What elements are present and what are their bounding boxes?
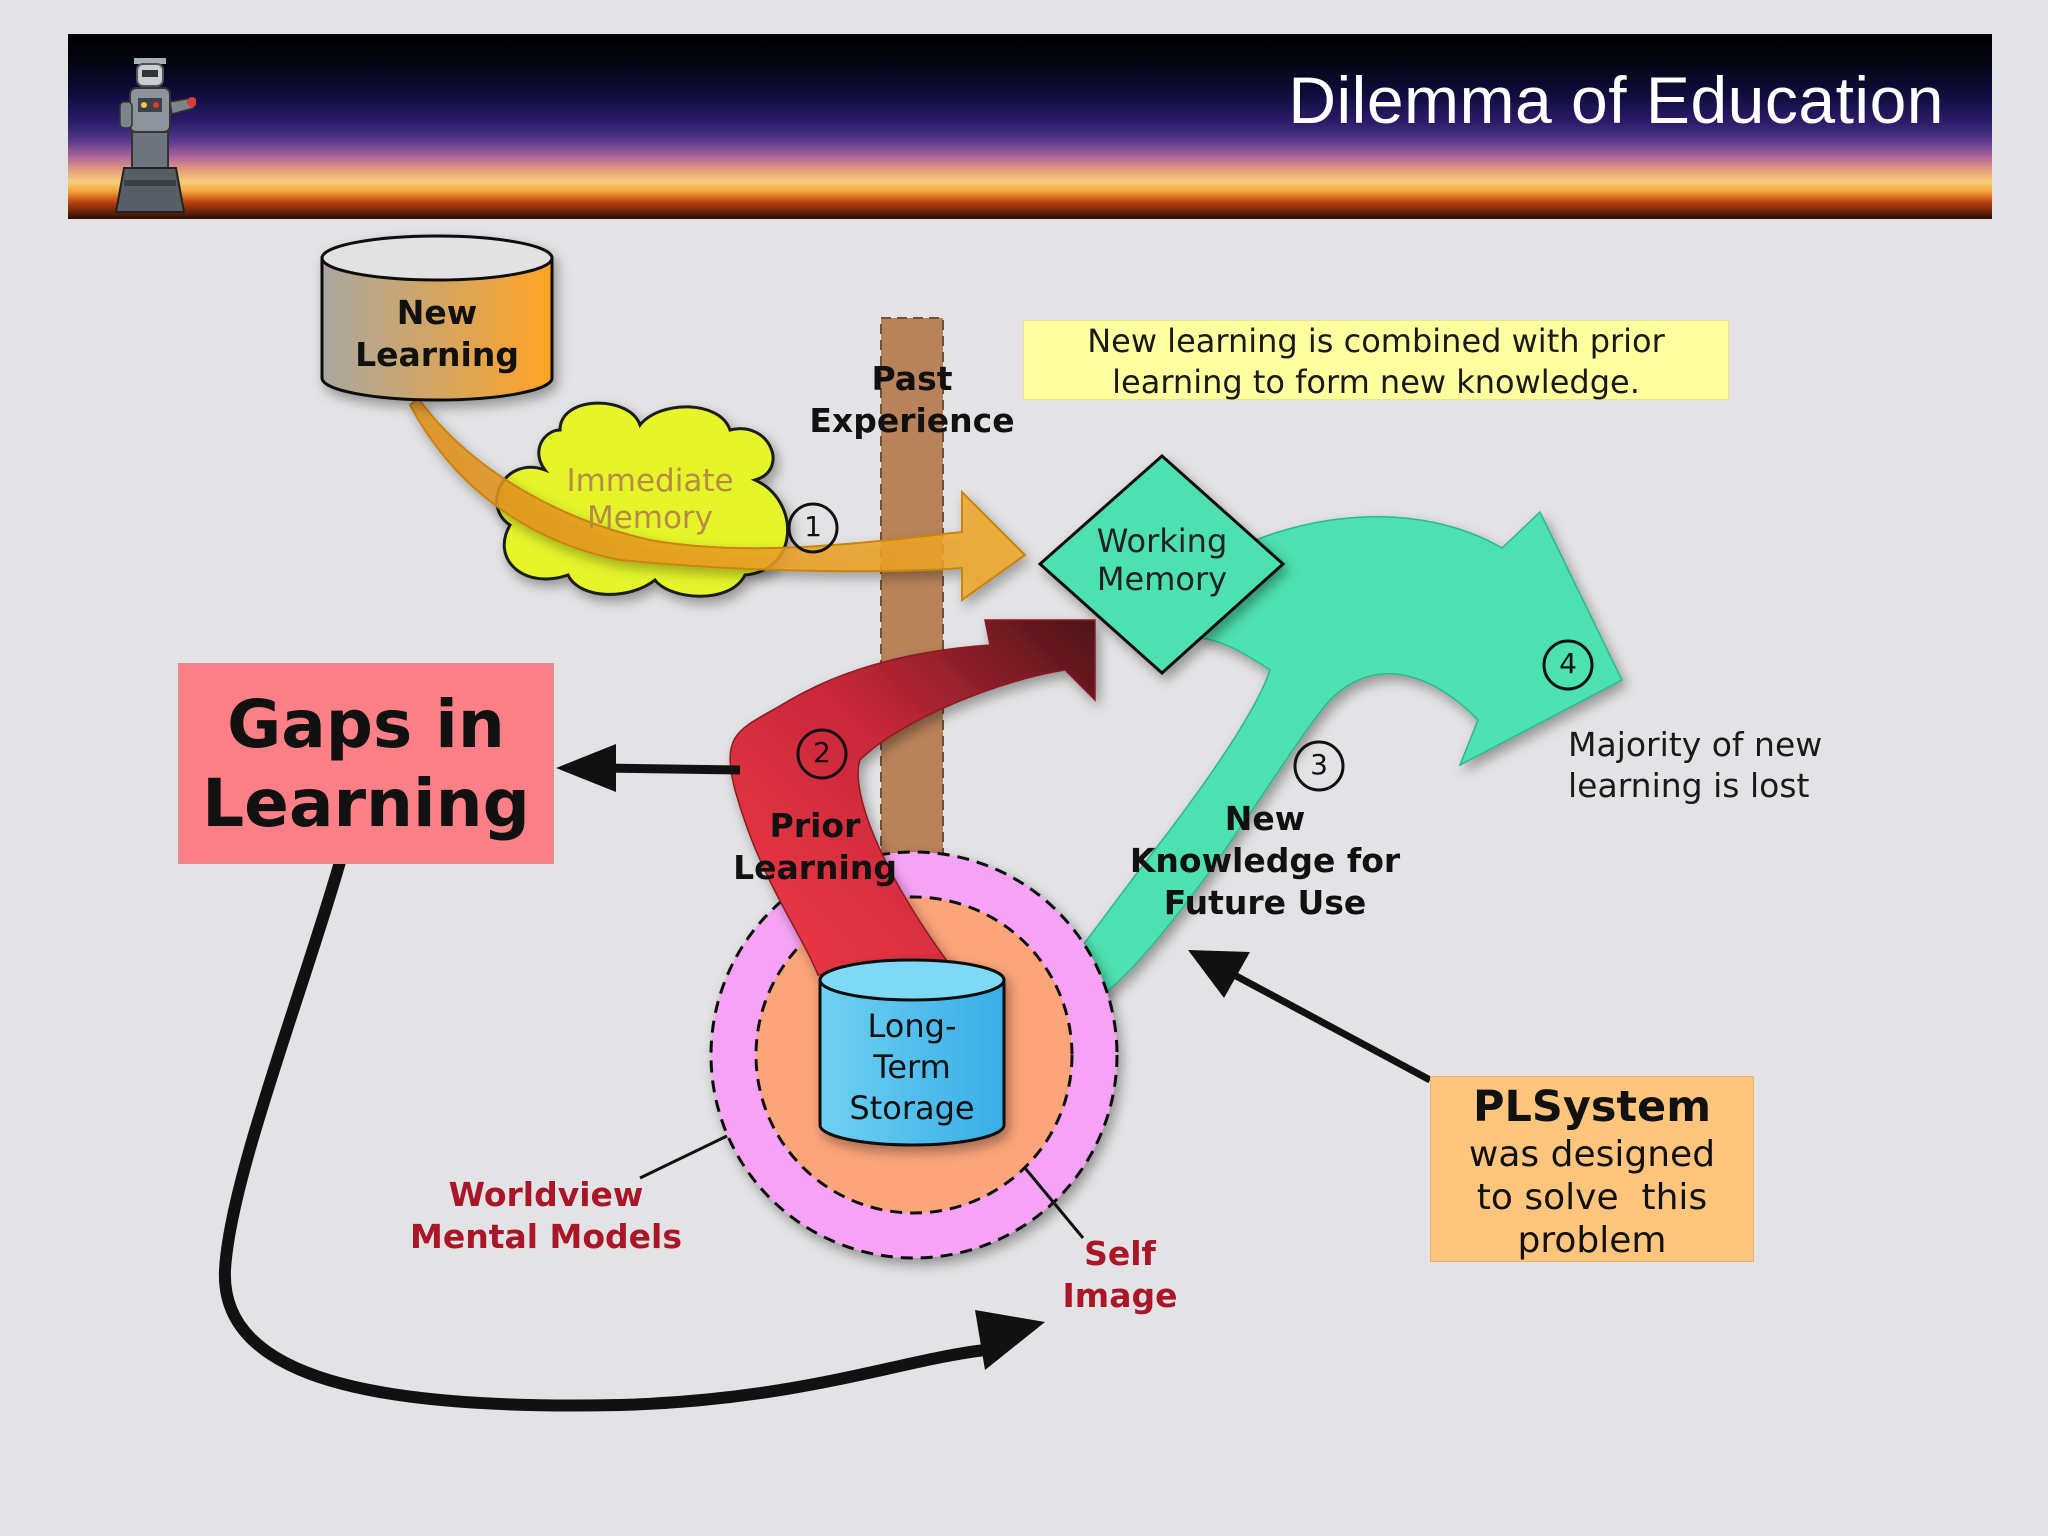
step-number-3: 3: [1310, 748, 1328, 781]
step-number-1: 1: [804, 510, 822, 543]
step-circle-1: [787, 502, 839, 554]
immediate-memory-label: Immediate Memory: [566, 463, 734, 536]
new-learning-cylinder: [320, 234, 554, 402]
green-arrow: [978, 510, 1623, 1061]
robot-icon: [114, 58, 196, 213]
working-memory-label: Working Memory: [1096, 522, 1228, 598]
new-learning-label: New Learning: [355, 293, 519, 374]
step-circle-2: [796, 728, 848, 780]
gaps-in-learning-box: Gaps in Learning: [178, 663, 554, 864]
orange-arrow: [408, 396, 1027, 602]
past-experience-label: Past Experience: [809, 359, 1015, 440]
loop-arrow-curve: [218, 860, 986, 1412]
plsystem-arrow-head: [1188, 950, 1250, 998]
new-knowledge-label: New Knowledge for Future Use: [1129, 799, 1401, 922]
working-memory-diamond: [1037, 453, 1286, 676]
worldview-label: Worldview Mental Models: [409, 1175, 683, 1256]
step-number-4: 4: [1559, 647, 1577, 680]
long-term-storage-cylinder: [818, 958, 1006, 1147]
info-note: New learning is combined with prior lear…: [1023, 320, 1729, 401]
plsystem-line: problem: [1517, 1220, 1667, 1261]
step-number-2: 2: [813, 736, 831, 769]
plsystem-heading: PLSystem: [1472, 1082, 1712, 1132]
step-circle-4: [1542, 639, 1594, 691]
plsystem-box: PLSystem was designed to solve this prob…: [1430, 1076, 1754, 1262]
prior-learning-label: Prior Learning: [733, 806, 897, 887]
plsystem-line: to solve this: [1476, 1177, 1708, 1218]
self-image-callout-line: [1023, 1167, 1085, 1239]
plsystem-arrow-line: [1223, 966, 1432, 1084]
red-arrow: [729, 619, 1096, 976]
gaps-arrow-line: [599, 763, 741, 775]
long-term-storage-label: Long- Term Storage: [849, 1007, 975, 1127]
past-experience-bar: [880, 317, 944, 857]
title-banner: Dilemma of Education: [68, 34, 1992, 219]
self-image-label: Self Image: [1062, 1234, 1178, 1315]
step-circle-3: [1293, 740, 1345, 792]
plsystem-line: was designed: [1468, 1134, 1716, 1175]
gaps-arrow-head: [556, 744, 616, 792]
worldview-callout-line: [639, 1134, 728, 1180]
loop-arrow-head: [975, 1310, 1045, 1370]
page-title: Dilemma of Education: [1288, 63, 1944, 137]
majority-lost-label: Majority of new learning is lost: [1568, 725, 1823, 805]
